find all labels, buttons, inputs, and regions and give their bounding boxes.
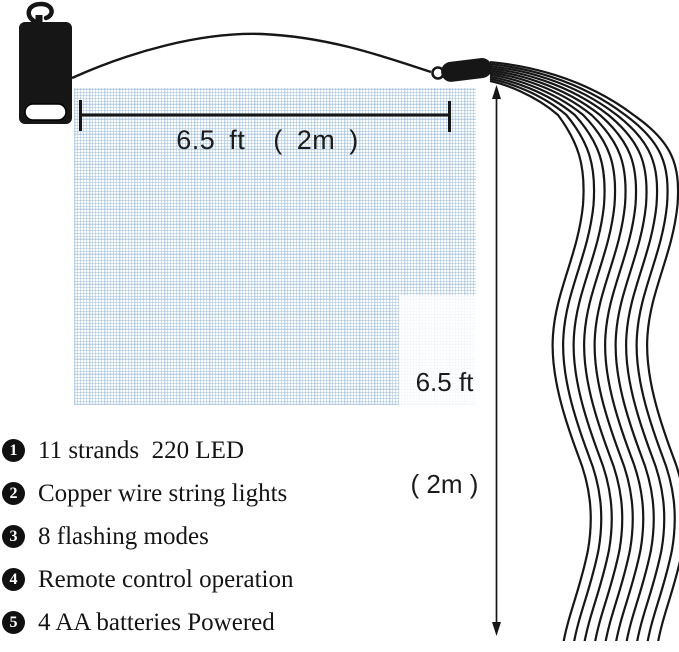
feature-number-badge: 4 [2, 568, 25, 591]
light-strand [489, 61, 679, 641]
feature-item: 1 11 strands 220 LED [2, 437, 293, 464]
height-label-line1: 6.5 ft [415, 367, 474, 397]
height-measurement-label: 6.5 ft ( 2m ) [399, 295, 490, 571]
height-label-line2: ( 2m ) [410, 469, 479, 499]
feature-item: 5 4 AA batteries Powered [2, 609, 293, 636]
feature-text: 8 flashing modes [38, 522, 209, 550]
battery-pack [19, 1, 72, 124]
light-strand [489, 77, 603, 641]
feature-item: 2 Copper wire string lights [2, 480, 293, 507]
feature-list: 1 11 strands 220 LED 2 Copper wire string l… [2, 437, 293, 652]
feature-number-badge: 3 [2, 525, 25, 548]
width-measure-line [79, 100, 451, 132]
battery-box-window [24, 103, 67, 121]
hanging-hook-icon [26, 1, 54, 26]
light-strands [489, 61, 679, 641]
power-cord [71, 32, 432, 80]
light-strand [489, 67, 655, 641]
arrowhead-down-icon [492, 622, 501, 636]
feature-text: 4 AA batteries Powered [38, 608, 275, 636]
feature-item: 3 8 flashing modes [2, 523, 293, 550]
controller-box [441, 58, 492, 82]
feature-text: Remote control operation [38, 565, 294, 593]
height-measure-arrow [492, 85, 501, 636]
feature-number-badge: 5 [2, 611, 25, 634]
light-curtain-mesh [74, 88, 476, 405]
feature-item: 4 Remote control operation [2, 566, 293, 593]
feature-text: 11 strands 220 LED [38, 436, 244, 464]
light-strand [489, 63, 676, 641]
feature-text: Copper wire string lights [38, 479, 288, 507]
feature-number-badge: 1 [2, 439, 25, 462]
light-strand [489, 71, 634, 641]
arrowhead-up-icon [492, 85, 501, 99]
light-strand [489, 65, 666, 641]
light-strand [489, 75, 613, 641]
light-strand [489, 79, 592, 641]
feature-number-badge: 2 [2, 482, 25, 505]
width-measurement-label: 6.5 ft ( 2m ) [176, 125, 359, 155]
light-strand [489, 73, 624, 641]
light-strand [489, 69, 645, 641]
battery-box-body [19, 22, 72, 124]
